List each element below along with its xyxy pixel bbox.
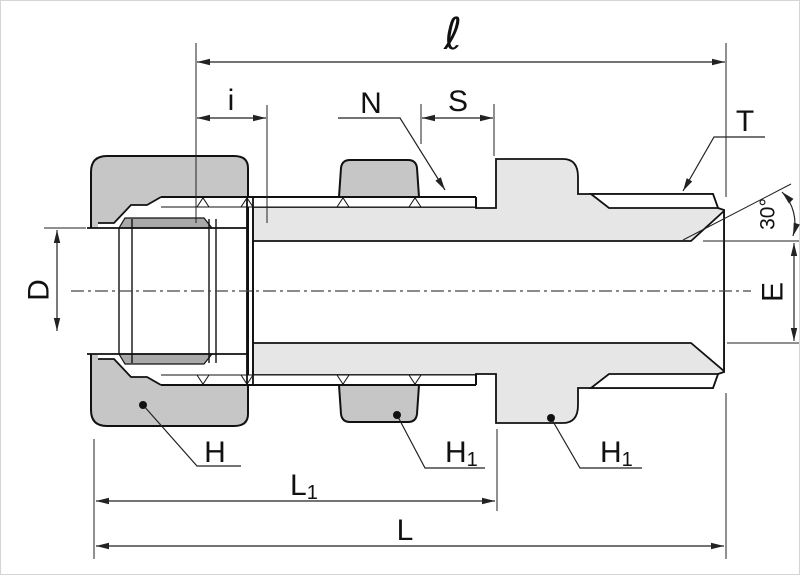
leader-dots xyxy=(139,401,555,422)
leader-h xyxy=(142,404,241,467)
label-s: S xyxy=(448,85,468,118)
label-e: E xyxy=(757,282,790,302)
leader-t xyxy=(682,136,765,192)
leader-lines xyxy=(142,117,765,469)
label-h: H xyxy=(204,436,226,469)
thread-band-left xyxy=(161,196,477,386)
leader-h1b xyxy=(550,417,642,469)
label-h1a-base: H xyxy=(445,436,467,469)
label-h1a-sub: 1 xyxy=(467,449,478,471)
label-h1b-base: H xyxy=(600,436,622,469)
label-ell: ℓ xyxy=(443,9,462,60)
label-t: T xyxy=(736,105,754,138)
chamfer-extension-line xyxy=(682,183,792,241)
nut-internal-profile xyxy=(98,196,162,386)
thread-band-right xyxy=(588,193,720,389)
angle-arc xyxy=(781,191,800,237)
leader-n xyxy=(338,117,446,191)
label-d: D xyxy=(23,279,56,301)
dot-h1a xyxy=(393,411,401,419)
label-h1b: H1 xyxy=(600,436,633,471)
label-n: N xyxy=(360,87,382,120)
label-h1b-sub: 1 xyxy=(622,449,633,471)
dimension-lines xyxy=(53,58,800,550)
label-l1-base: L xyxy=(290,469,307,502)
label-l1-sub: 1 xyxy=(307,482,318,504)
nut-wall-hole xyxy=(87,228,99,354)
label-angle: 30° xyxy=(756,198,779,230)
leader-h1a xyxy=(396,414,485,469)
dot-h xyxy=(139,401,147,409)
label-l1: L1 xyxy=(290,469,318,504)
label-l: L xyxy=(397,514,414,547)
extension-lines xyxy=(44,43,799,559)
label-i: i xyxy=(228,84,235,117)
label-h1a: H1 xyxy=(445,436,478,471)
dot-h1b xyxy=(547,414,555,422)
